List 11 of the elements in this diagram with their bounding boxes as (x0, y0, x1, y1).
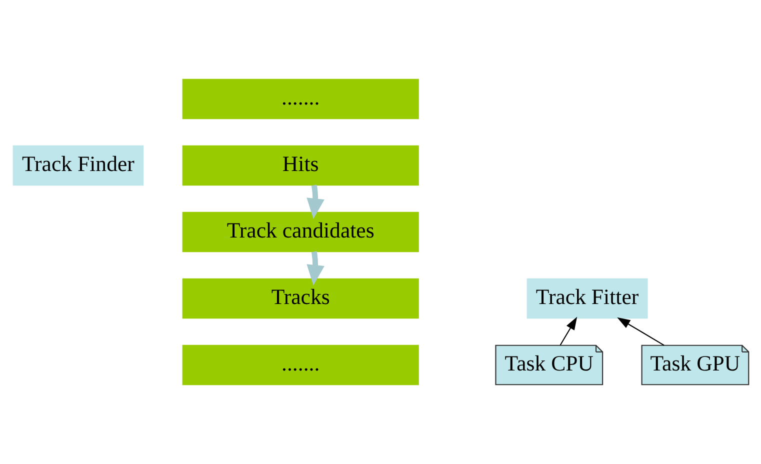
arrow (616, 317, 664, 346)
node-box: Track Finder (12, 145, 144, 186)
arrow (306, 184, 324, 219)
node-box: ....... (182, 344, 418, 386)
node-box: Track Fitter (526, 278, 648, 319)
node-box: Track candidates (182, 212, 418, 252)
node-box: ....... (182, 78, 418, 120)
arrow (306, 251, 324, 286)
node-box: Hits (182, 145, 418, 186)
arrow (559, 316, 577, 346)
node-box: Tracks (182, 278, 418, 319)
